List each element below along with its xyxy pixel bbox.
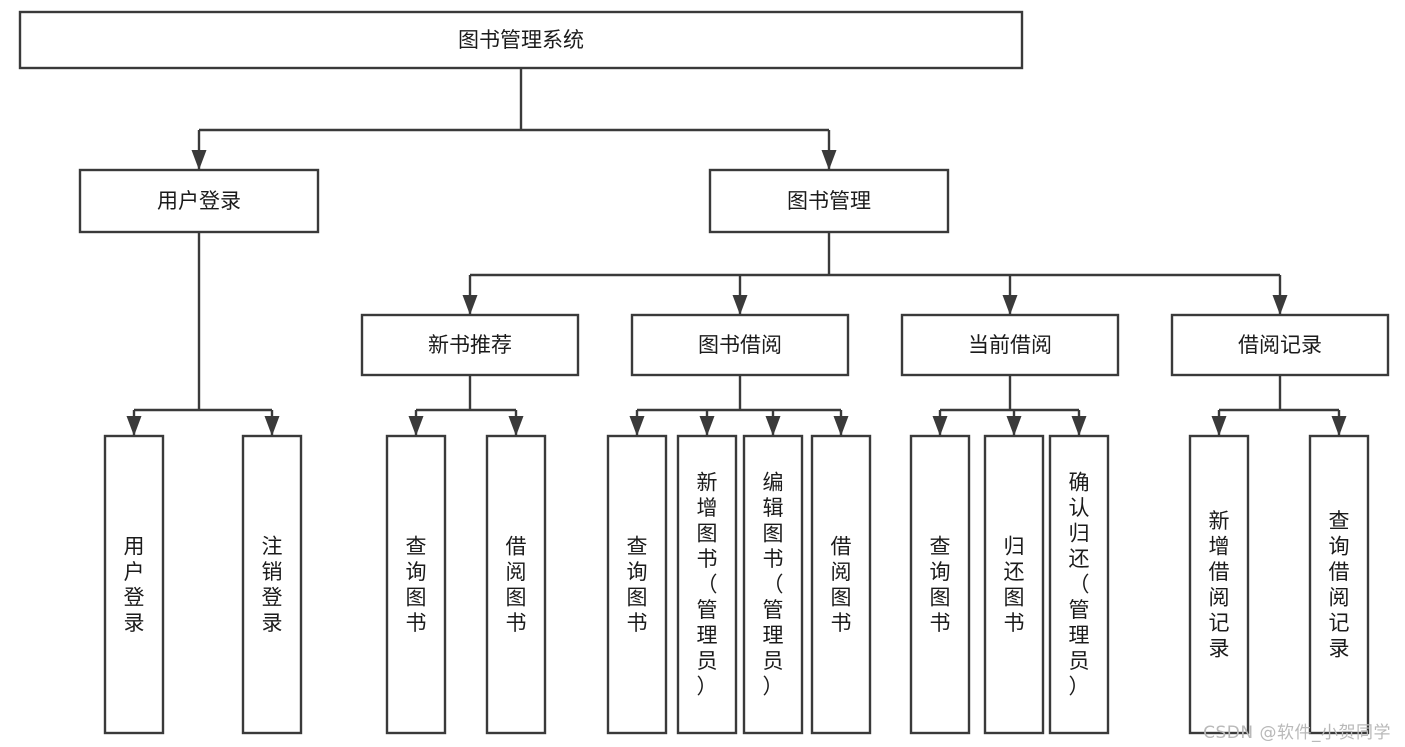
arrow-head [732,295,748,315]
node-box [385,434,447,735]
node-label: 图书借阅 [698,333,782,357]
node-box [1170,313,1390,377]
flow-node-l3-3[interactable]: 借阅图书 [485,434,547,735]
node-box [78,168,320,234]
node-box [1308,434,1370,735]
node-layer: 图书管理系统用户登录图书管理新书推荐图书借阅当前借阅借阅记录用户登录注销登录查询… [18,10,1390,735]
node-label: 借阅记录 [1238,333,1322,357]
flow-node-l3-7[interactable]: 借阅图书 [810,434,872,735]
arrow-head [462,295,478,315]
connector-group-book-management [462,232,1288,315]
node-box [485,434,547,735]
arrow-head [833,416,849,436]
flow-node-l2-0[interactable]: 新书推荐 [360,313,580,377]
arrow-head [408,416,424,436]
node-box [103,434,165,735]
connector-group-l2-0 [408,375,524,436]
arrow-head [1211,416,1227,436]
arrow-head [765,416,781,436]
node-box [360,313,580,377]
node-box [241,434,303,735]
connector-group-root [191,68,837,170]
arrow-head [1006,416,1022,436]
flow-node-l3-2[interactable]: 查询图书 [385,434,447,735]
node-box [810,434,872,735]
arrow-head [191,150,207,170]
node-label: 图书管理系统 [458,28,584,52]
node-label: 归还图书 [1004,534,1025,635]
node-box [18,10,1024,70]
node-box [900,313,1120,377]
node-box [1188,434,1250,735]
flow-node-l3-0[interactable]: 用户登录 [103,434,165,735]
arrow-head [699,416,715,436]
connector-layer [126,68,1347,436]
flow-node-l3-11[interactable]: 新增借阅记录 [1188,434,1250,735]
arrow-head [508,416,524,436]
node-label: 查询图书 [406,534,427,635]
node-box [742,434,804,735]
flow-node-l3-6[interactable]: 编辑图书（管理员） [742,434,804,735]
node-box [676,434,738,735]
node-label: 新增图书（管理员） [697,471,718,699]
node-label: 新书推荐 [428,333,512,357]
flow-node-l1-1[interactable]: 图书管理 [708,168,950,234]
flow-node-l3-1[interactable]: 注销登录 [241,434,303,735]
node-label: 用户登录 [124,534,145,635]
connector-group-l2-3 [1211,375,1347,436]
arrow-head [821,150,837,170]
flow-node-l2-2[interactable]: 当前借阅 [900,313,1120,377]
node-label: 查询借阅记录 [1329,509,1350,661]
arrow-head [932,416,948,436]
node-label: 用户登录 [157,189,241,213]
node-box [909,434,971,735]
flow-node-l3-9[interactable]: 归还图书 [983,434,1045,735]
node-label: 借阅图书 [506,534,527,635]
flow-node-l3-12[interactable]: 查询借阅记录 [1308,434,1370,735]
node-box [983,434,1045,735]
node-label: 注销登录 [262,534,283,635]
node-label: 新增借阅记录 [1209,509,1230,661]
node-box [630,313,850,377]
flow-node-root-0[interactable]: 图书管理系统 [18,10,1024,70]
flow-node-l3-8[interactable]: 查询图书 [909,434,971,735]
node-label: 查询图书 [930,534,951,635]
arrow-head [264,416,280,436]
flow-node-l1-0[interactable]: 用户登录 [78,168,320,234]
watermark-label: CSDN @软件_小贺同学 [1203,723,1391,743]
node-box [1048,434,1110,735]
arrow-head [629,416,645,436]
node-label: 查询图书 [627,534,648,635]
node-box [606,434,668,735]
arrow-head [1071,416,1087,436]
node-label: 图书管理 [787,189,871,213]
connector-group-l2-2 [932,375,1087,436]
arrow-head [1272,295,1288,315]
flow-node-l2-1[interactable]: 图书借阅 [630,313,850,377]
node-label: 当前借阅 [968,333,1052,357]
arrow-head [126,416,142,436]
node-box [708,168,950,234]
connector-group-l2-1 [629,375,849,436]
node-label: 借阅图书 [831,534,852,635]
arrow-head [1331,416,1347,436]
flow-node-l3-4[interactable]: 查询图书 [606,434,668,735]
flow-node-l3-5[interactable]: 新增图书（管理员） [676,434,738,735]
flow-node-l3-10[interactable]: 确认归还（管理员） [1048,434,1110,735]
flow-node-l2-3[interactable]: 借阅记录 [1170,313,1390,377]
connector-group-user-login [126,232,280,436]
node-label: 编辑图书（管理员） [763,471,784,699]
arrow-head [1002,295,1018,315]
node-label: 确认归还（管理员） [1069,471,1090,699]
